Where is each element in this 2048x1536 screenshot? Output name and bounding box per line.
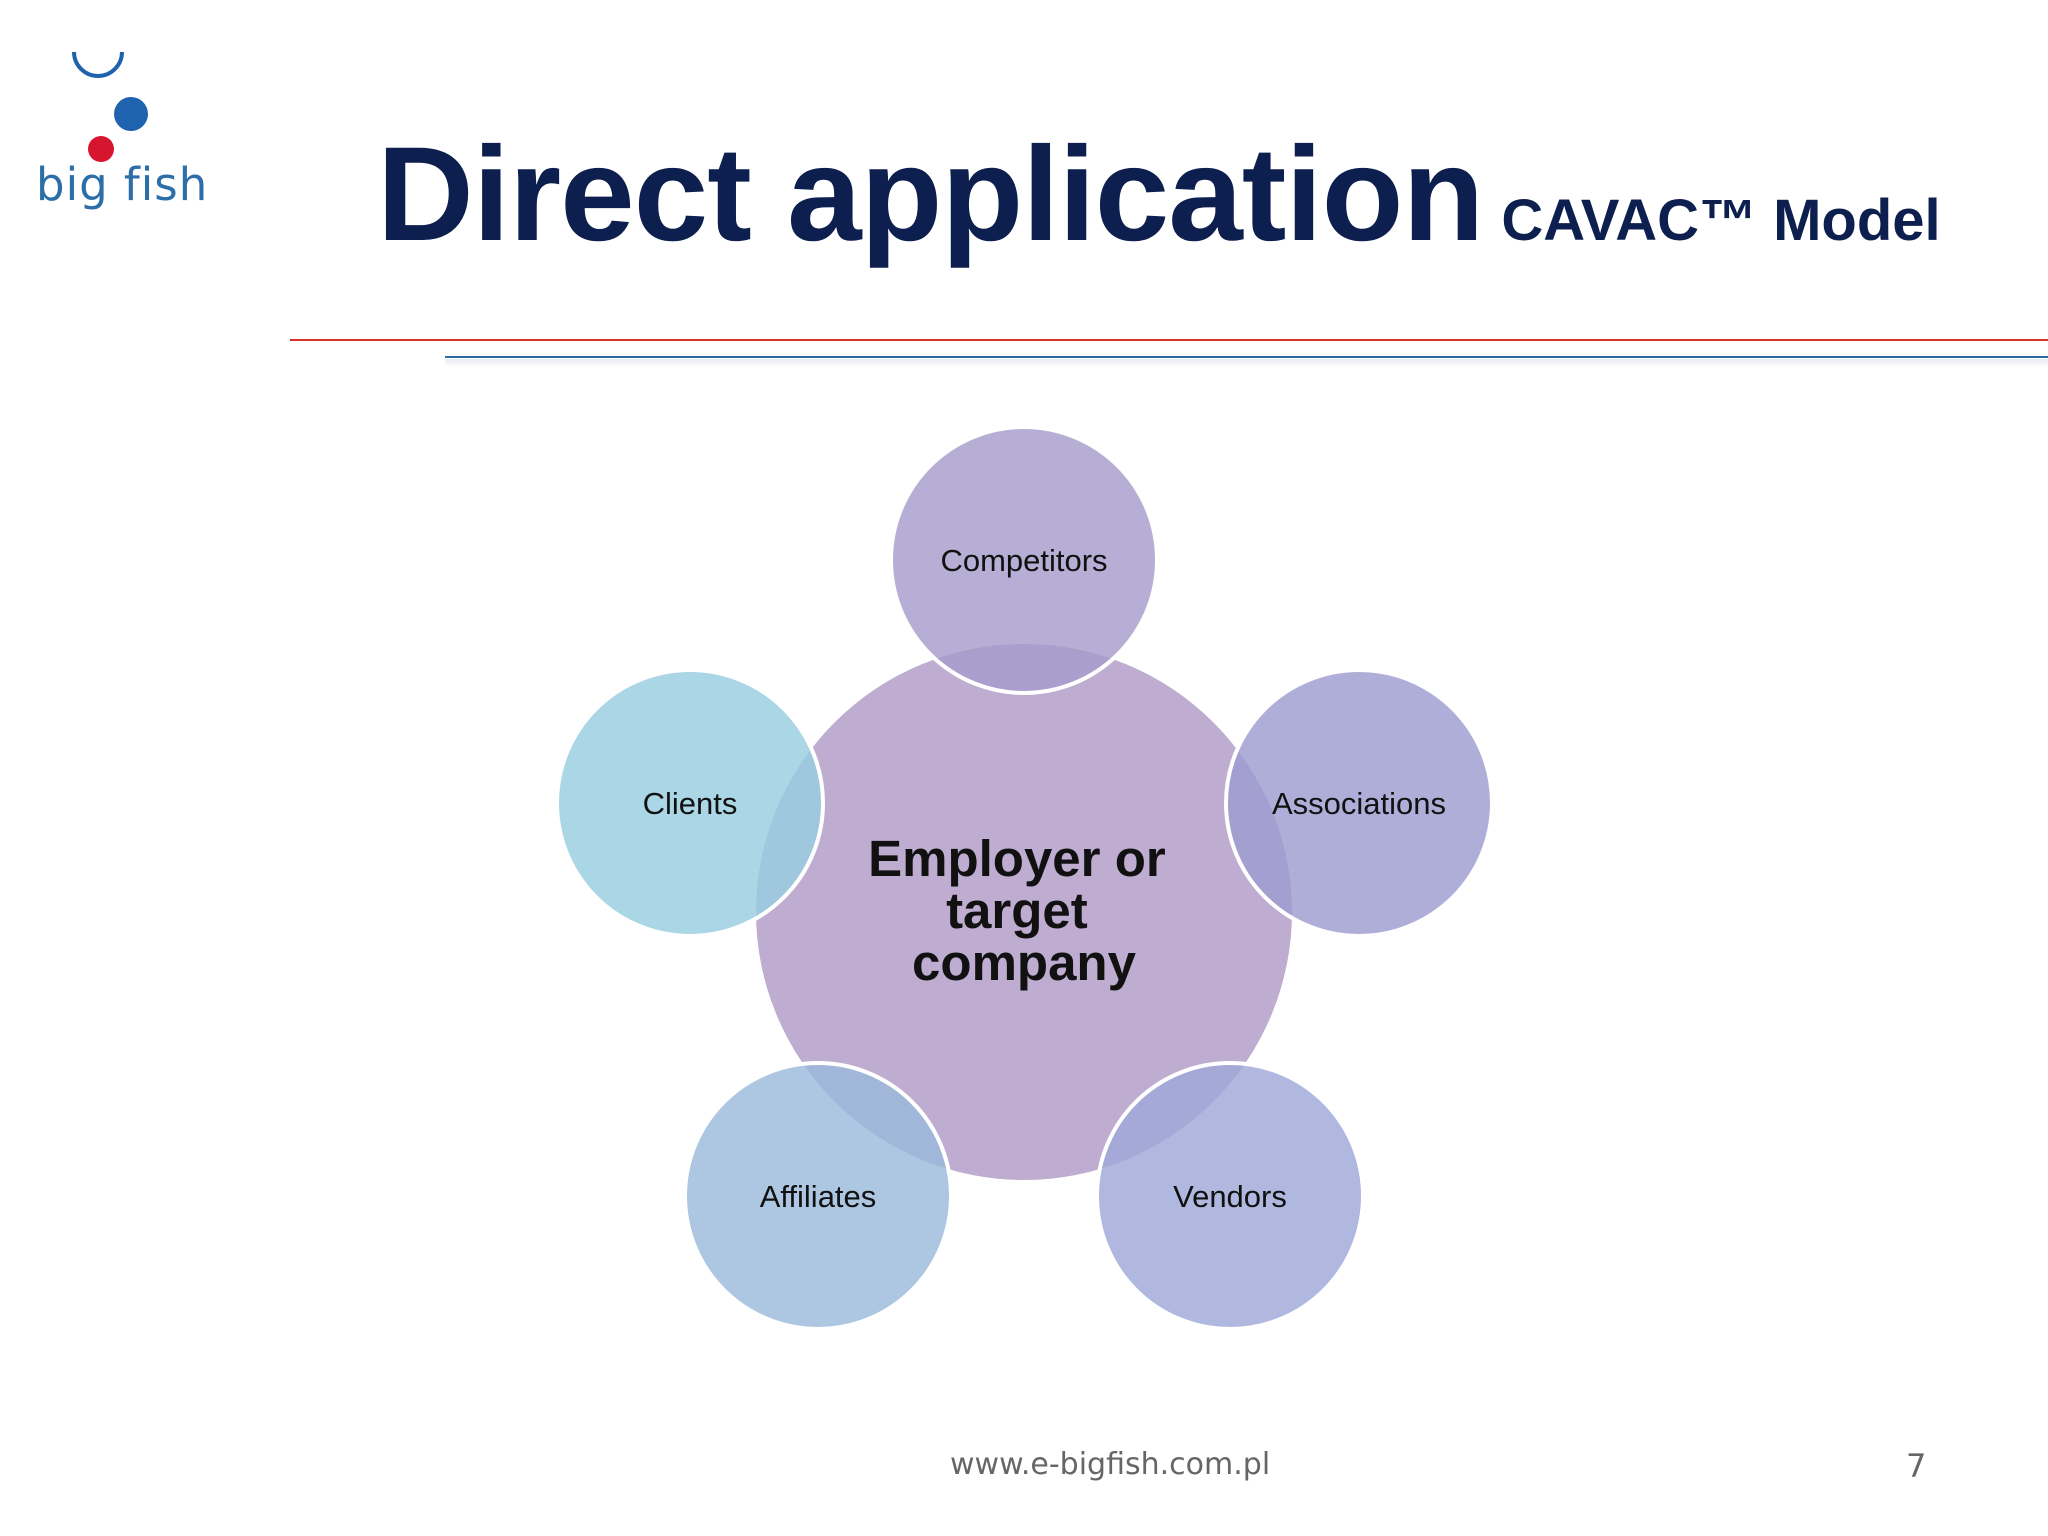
node-affiliates: Affiliates [683,1061,953,1331]
center-circle [756,644,1292,1180]
node-competitors: Competitors [889,425,1159,695]
divider-shadow [445,359,2048,367]
title-subtitle: CAVAC™ Model [1501,188,1941,253]
node-vendors: Vendors [1095,1061,1365,1331]
node-clients: Clients [555,668,825,938]
big-fish-logo [72,51,148,162]
page-title: Direct application CAVAC™ Model [377,118,1941,271]
node-label-vendors: Vendors [1173,1179,1287,1214]
node-label-affiliates: Affiliates [760,1179,877,1214]
node-label-clients: Clients [643,786,738,821]
logo-text: big fish [36,158,209,211]
center-label-line-3: company [912,934,1137,991]
center-label: Employer or target company [868,830,1180,991]
divider-red [290,339,2048,341]
footer-url: www.e-bigfish.com.pl [950,1447,1271,1482]
center-label-line-2: target [946,882,1088,939]
node-associations: Associations [1224,668,1494,938]
node-label-associations: Associations [1272,786,1446,821]
divider-blue [445,356,2048,358]
logo-blue-dot-icon [114,97,148,131]
node-label-competitors: Competitors [940,543,1107,578]
title-main: Direct application [377,120,1484,269]
logo-red-dot-icon [88,136,114,162]
center-label-line-1: Employer or [868,830,1166,887]
logo-arc-icon [72,51,124,78]
page-number: 7 [1906,1447,1927,1485]
